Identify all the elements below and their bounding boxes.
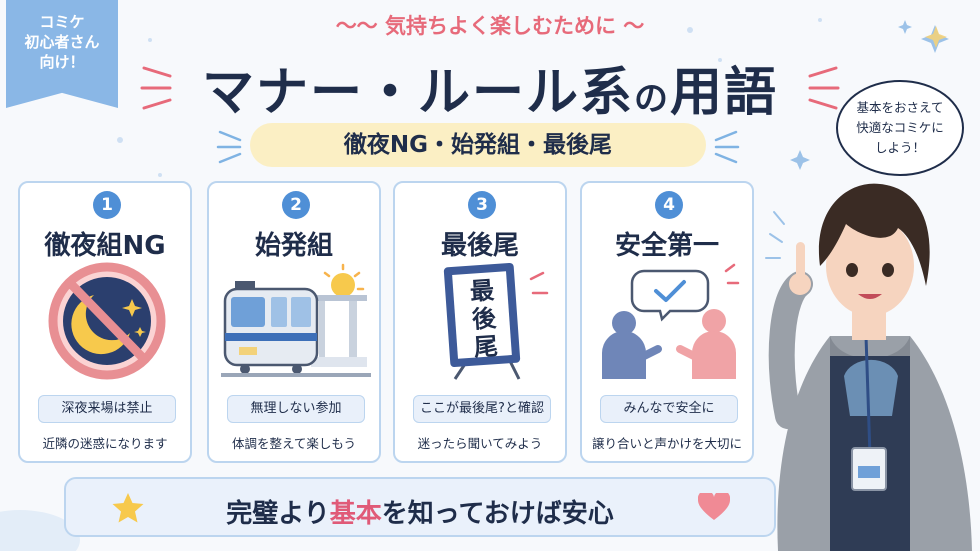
speech-bubble: 基本をおさえて 快適なコミケに しよう！ [836,80,964,176]
beginner-ribbon: コミケ 初心者さん 向け！ [6,0,118,108]
banner-pre: 完璧より [226,499,330,529]
card-first-train: 2 始発組 無理しない参加 体調を整えて楽しもう [207,181,381,463]
title-burst-left-icon [140,66,172,110]
title-burst-right-icon [808,66,840,110]
card-pill: みんなで安全に [600,395,738,423]
subtitle-burst-left-icon [216,130,242,164]
banner-highlight: 基本 [329,499,382,529]
card-safety-first: 4 安全第一 みんなで安全に 譲り合いと声かけを大切に [580,181,754,463]
card-desc: 近隣の迷惑になります [42,436,168,451]
card-end-of-line: 3 最後尾 最後尾 ここが最後尾?と確認 迷ったら聞いてみよう [393,181,567,463]
title-end: 用語 [670,63,779,123]
card-number: 3 [468,191,496,219]
card-overnight-ng: 1 徹夜組NG 深夜来場は禁止 近隣の迷惑になります [18,181,192,463]
guide-character-illustration [765,183,972,551]
card-title: 安全第一 [614,231,719,261]
title-main: マナー・ルール系 [201,63,634,123]
card-pill: ここが最後尾?と確認 [413,395,551,423]
first-train-icon [221,263,371,377]
no-overnight-moon-icon [48,262,166,380]
card-number: 1 [93,191,121,219]
card-title: 徹夜組NG [44,231,166,261]
title-no: の [634,79,670,119]
card-title: 始発組 [254,231,333,261]
heart-icon [698,493,730,520]
card-desc: 迷ったら聞いてみよう [417,436,543,451]
sign-text: 最後尾 [454,275,514,363]
bubble-line-3: しよう！ [874,140,925,155]
page-title: マナー・ルール系の用語 [0,50,980,125]
card-number: 2 [282,191,310,219]
tagline: ～～ 気持ちよく楽しむために ～ [335,14,645,38]
subtitle-burst-right-icon [714,130,740,164]
card-title: 最後尾 [440,231,519,261]
card-number: 4 [655,191,683,219]
safety-people-check-icon [602,263,740,379]
card-pill: 無理しない参加 [227,395,365,423]
card-pill: 深夜来場は禁止 [38,395,176,423]
subtitle-pill: 徹夜NG・始発組・最後尾 [250,123,706,167]
bubble-line-1: 基本をおさえて [856,100,944,115]
card-desc: 譲り合いと声かけを大切に [591,436,742,451]
bubble-line-2: 快適なコミケに [856,120,944,135]
sign-text-content: 最後尾 [469,276,499,362]
card-desc: 体調を整えて楽しもう [231,436,356,451]
ribbon-line-3: 向け！ [39,53,85,71]
bottom-banner: 完璧より基本を知っておけば安心 [64,477,776,537]
last-in-line-sign-icon [443,262,549,380]
banner-post: を知っておけば安心 [381,499,614,529]
ribbon-line-2: 初心者さん [24,33,100,51]
ribbon-line-1: コミケ [39,13,85,31]
banner-text: 完璧より基本を知っておけば安心 [66,493,774,530]
star-icon [112,493,144,523]
